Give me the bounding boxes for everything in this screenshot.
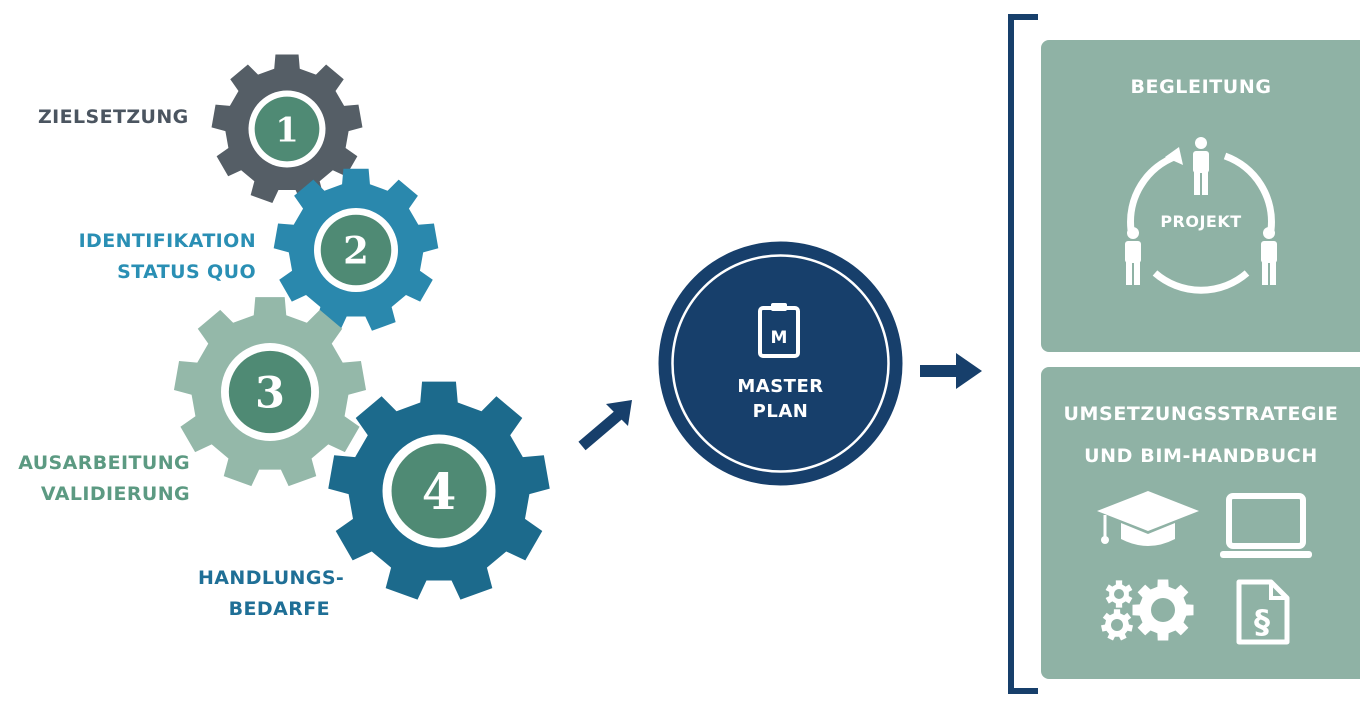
masterplan-label-line-1: MASTER [737,376,824,397]
step-4-number: 4 [422,462,457,521]
step-2-label: IDENTIFIKATION STATUS QUO [56,226,256,288]
gear-3-center [228,350,312,434]
step-2-label-line-1: IDENTIFIKATION [78,230,256,252]
step-1-label: ZIELSETZUNG [38,102,189,133]
step-3-number: 3 [255,369,285,419]
step-1-number: 1 [275,109,299,149]
umsetzung-title-line-1: UMSETZUNGSSTRATEGIE [1063,403,1339,425]
step-4-label-line-2: BEDARFE [228,598,330,620]
gear-2-center [320,214,392,286]
paragraph-document-icon: § [1233,579,1291,645]
umsetzung-title: UMSETZUNGSSTRATEGIE UND BIM-HANDBUCH [1041,393,1360,477]
bracket [1004,14,1040,694]
svg-text:§: § [1254,603,1270,641]
gears-icon [1097,577,1197,643]
laptop-icon [1219,493,1313,561]
clipboard-letter: M [771,328,788,348]
step-1-label-line: ZIELSETZUNG [38,106,189,128]
gear-1-icon: 1 [210,52,364,206]
step-4-label: HANDLUNGS- BEDARFE [198,563,345,625]
begleitung-panel: BEGLEITUNG [1041,40,1360,352]
graduation-cap-icon [1095,489,1201,553]
step-2-label-line-2: STATUS QUO [117,261,256,283]
gear-4-icon: 4 [326,378,552,604]
begleitung-title: BEGLEITUNG [1130,76,1272,98]
clipboard-icon: M [758,303,800,358]
gear-3-icon: 3 [172,294,368,490]
umsetzung-panel: UMSETZUNGSSTRATEGIE UND BIM-HANDBUCH § [1041,367,1360,679]
gear-2-icon: 2 [272,166,440,334]
step-3-label: AUSARBEITUNG VALIDIERUNG [12,448,190,510]
step-3-label-line-1: AUSARBEITUNG [18,452,190,474]
masterplan-circle: M MASTER PLAN [658,241,903,486]
arrow-to-masterplan-icon [576,398,636,452]
projekt-label: PROJEKT [1160,212,1241,231]
project-cycle-icon: PROJEKT [1111,135,1291,305]
step-4-label-line-1: HANDLUNGS- [198,567,345,589]
gear-1-center [254,96,320,162]
masterplan-label-line-2: PLAN [752,401,809,422]
step-2-number: 2 [343,228,369,272]
umsetzung-title-line-2: UND BIM-HANDBUCH [1084,445,1318,467]
masterplan-label: MASTER PLAN [658,374,903,424]
arrow-to-panels-icon [918,352,984,390]
step-3-label-line-2: VALIDIERUNG [40,483,190,505]
gear-4-center [391,443,487,539]
